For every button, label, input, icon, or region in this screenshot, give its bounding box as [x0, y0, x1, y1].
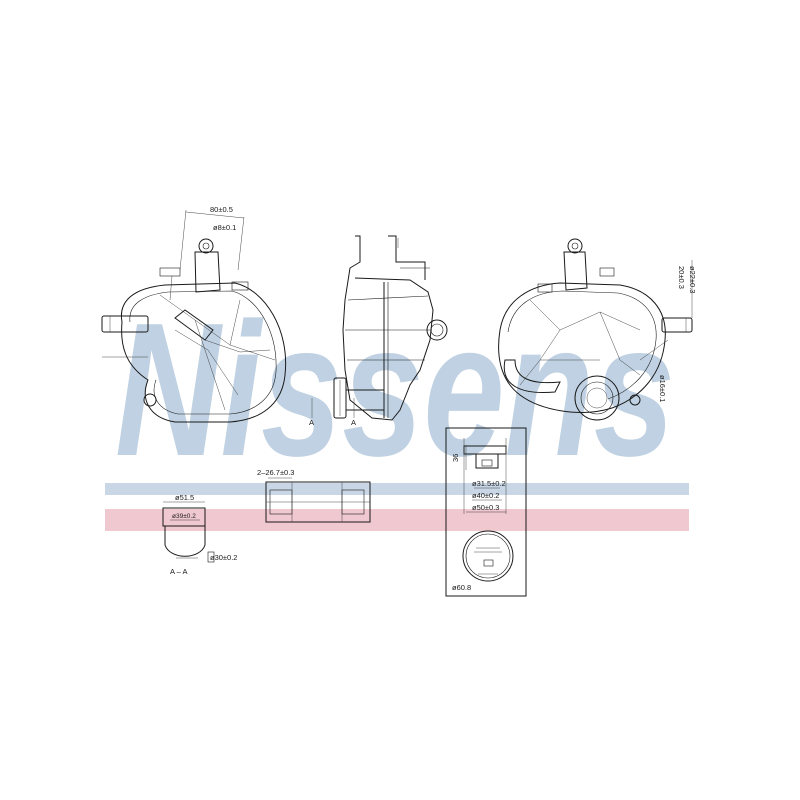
section-mark-left: A — [309, 418, 314, 427]
section-mark-right: A — [351, 418, 356, 427]
dim-36: 36 — [451, 454, 460, 462]
left-view-tank: 80±0.5 ø8±0.1 — [101, 205, 287, 423]
watermark-band-blue — [105, 483, 689, 495]
dim-51-5: ø51.5 — [175, 493, 194, 502]
dim-40: ø40±0.2 — [472, 491, 499, 500]
bracket-detail-view: 2–26.7±0.3 — [257, 468, 371, 523]
cap-detail-box: 36 ø31.5±0.2 ø40±0.2 ø50±0.3 ø60.8 — [445, 427, 527, 597]
dim-50: ø50±0.3 — [472, 503, 499, 512]
dim-31-5: ø31.5±0.2 — [472, 479, 506, 488]
watermark-logo: Nissens — [115, 284, 675, 496]
dim-20: 20±0.3 — [677, 266, 686, 289]
dim-30: ø30±0.2 — [210, 553, 237, 562]
watermark-band-red — [105, 509, 689, 531]
dim-16: ø16±0.1 — [658, 375, 667, 402]
right-view-tank: ø22±0.3 20±0.3 ø16±0.1 — [498, 238, 697, 421]
dim-26-7: 2–26.7±0.3 — [257, 468, 294, 477]
section-label-a-a: A – A — [170, 567, 188, 576]
dim-8: ø8±0.1 — [213, 223, 236, 232]
section-a-a-view: ø51.5 ø39±0.2 ø30±0.2 A – A — [162, 493, 237, 576]
dim-22: ø22±0.3 — [688, 266, 697, 293]
dim-80: 80±0.5 — [210, 205, 233, 214]
dim-39: ø39±0.2 — [172, 513, 196, 520]
center-view-tank: A A — [309, 235, 448, 427]
dim-60-8: ø60.8 — [452, 583, 471, 592]
